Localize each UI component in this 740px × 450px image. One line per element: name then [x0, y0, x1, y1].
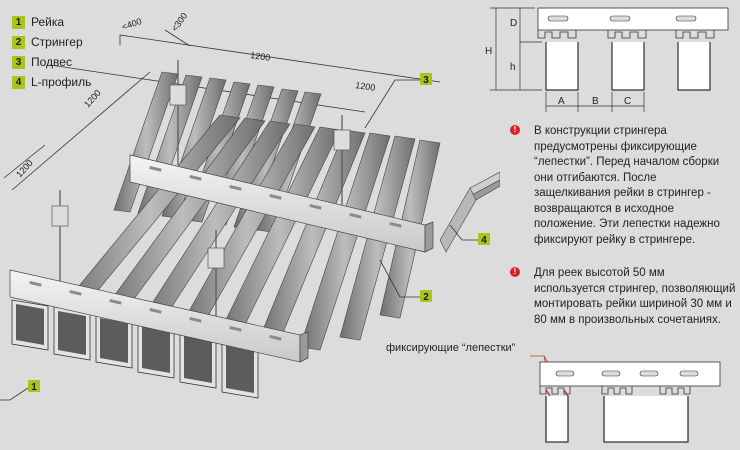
legend-number-badge: 3 [12, 55, 25, 69]
callout-1 [28, 380, 40, 392]
hanger-clip [51, 205, 69, 227]
profile-rails [545, 42, 711, 91]
detail-rails [545, 396, 689, 443]
callout-3 [420, 73, 432, 85]
callout-leaders [0, 79, 478, 401]
legend: 1 Рейка 2 Стрингер 3 Подвес 4 L-профиль [12, 12, 91, 92]
petals-label: фиксирующие “лепестки” [386, 342, 516, 354]
dim-1200-top: 1200 [250, 50, 271, 63]
ceiling-assembly-drawing: <400 <300 1200 1200 1200 1200 [0, 11, 500, 401]
dim-H: H [485, 46, 492, 57]
front-stringer [9, 269, 309, 363]
dim-400: <400 [121, 16, 143, 32]
stringer-top [537, 7, 729, 31]
callout-1-label: 1 [31, 382, 37, 393]
legend-item-hanger: 3 Подвес [12, 52, 91, 72]
l-profile [439, 171, 500, 253]
note-rail-height-text: Для реек высотой 50 мм используется стри… [534, 267, 736, 326]
legend-number-badge: 2 [12, 35, 25, 49]
callout-3-label: 3 [423, 75, 429, 86]
petals-detail-drawing [530, 355, 721, 443]
dim-C: C [624, 96, 631, 107]
hanger-clip [207, 247, 225, 269]
dim-1200-low: 1200 [14, 158, 35, 180]
callout-2-label: 2 [423, 292, 429, 303]
hanger-clip [333, 129, 351, 151]
note-rail-height: ! Для реек высотой 50 мм используется ст… [510, 266, 736, 328]
legend-number-badge: 1 [12, 15, 25, 29]
legend-item-stringer: 2 Стрингер [12, 32, 91, 52]
front-rails [11, 299, 259, 399]
legend-label: Подвес [31, 55, 72, 69]
dim-1200-right: 1200 [355, 80, 376, 93]
note-petals: ! В конструкции стрингера предусмотрены … [510, 124, 736, 248]
callout-4-label: 4 [481, 235, 487, 246]
callout-4 [478, 233, 490, 245]
back-stringer [129, 154, 434, 253]
dim-A: A [558, 96, 565, 107]
callout-badges: 1 2 3 4 [28, 73, 490, 393]
hanger-clip [169, 84, 187, 106]
legend-item-l-profile: 4 L-профиль [12, 72, 91, 92]
note-petals-text: В конструкции стрингера предусмотрены фи… [534, 125, 720, 246]
stringer-profile-drawing: D H h A B C [485, 7, 729, 112]
dim-D: D [510, 18, 517, 29]
warning-icon: ! [510, 125, 520, 135]
hangers [51, 60, 351, 330]
dim-B: B [592, 96, 599, 107]
legend-label: Рейка [31, 15, 65, 29]
legend-item-rail: 1 Рейка [12, 12, 91, 32]
warning-icon: ! [510, 267, 520, 277]
legend-label: Стрингер [31, 35, 83, 49]
legend-number-badge: 4 [12, 75, 25, 89]
callout-2 [420, 290, 432, 302]
legend-label: L-профиль [31, 75, 92, 89]
dim-h: h [510, 62, 516, 73]
dim-300: <300 [169, 11, 189, 33]
dim-1200-left: 1200 [82, 88, 103, 110]
rail [299, 132, 391, 351]
